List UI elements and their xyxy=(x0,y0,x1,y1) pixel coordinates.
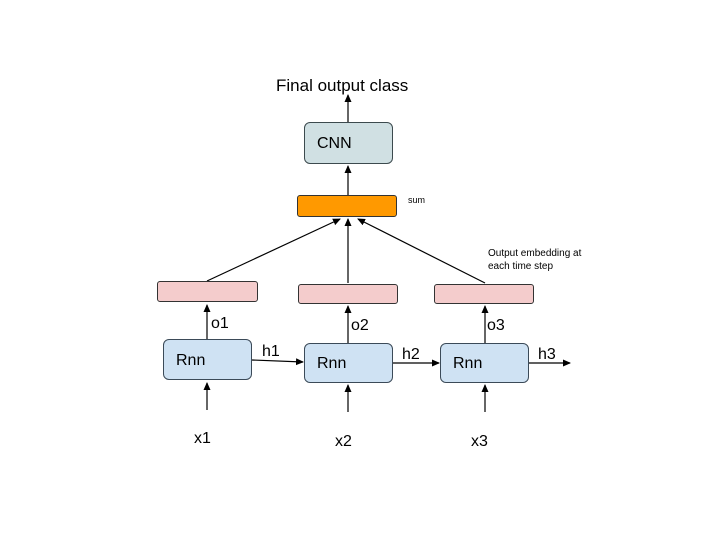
input-label-3: x3 xyxy=(471,433,488,450)
hidden-label-3: h3 xyxy=(538,346,556,363)
embedding-box-2 xyxy=(298,284,398,304)
input-label-1: x1 xyxy=(194,430,211,447)
embed-to-sum-arrow-1 xyxy=(206,218,341,282)
rnn-label-1: Rnn xyxy=(176,352,206,369)
rnn-label-3: Rnn xyxy=(453,355,483,372)
cnn-node: CNN xyxy=(304,122,393,164)
hidden-label-1: h1 xyxy=(262,343,280,360)
embedding-box-1 xyxy=(157,281,258,302)
hidden-arrow-1 xyxy=(251,358,304,366)
embed-to-sum-arrow-3 xyxy=(357,218,486,284)
rnn-node-3: Rnn xyxy=(440,343,529,383)
final-output-label: Final output class xyxy=(276,76,409,95)
rnn-node-1: Rnn xyxy=(163,339,252,380)
rnn-node-2: Rnn xyxy=(304,343,393,383)
hidden-label-2: h2 xyxy=(402,346,420,363)
annotation-line-2: each time step xyxy=(488,261,554,272)
output-label-2: o2 xyxy=(351,317,369,334)
cnn-label: CNN xyxy=(317,135,352,152)
embedding-box-3 xyxy=(434,284,534,304)
output-label-3: o3 xyxy=(487,317,505,334)
output-label-1: o1 xyxy=(211,315,229,332)
sum-node xyxy=(297,195,397,217)
annotation-line-1: Output embedding at xyxy=(488,248,582,259)
input-label-2: x2 xyxy=(335,433,352,450)
rnn-label-2: Rnn xyxy=(317,355,347,372)
sum-label: sum xyxy=(408,195,426,205)
